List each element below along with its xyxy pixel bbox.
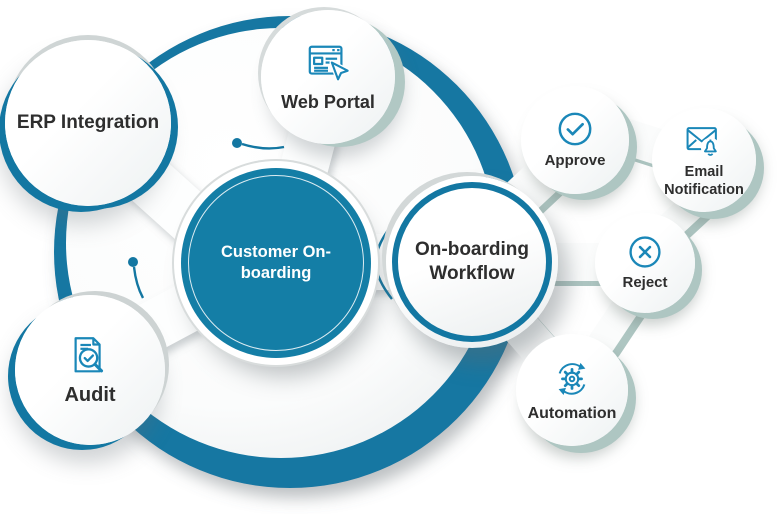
orbit-line-top [241,142,285,150]
node-web-portal: Web Portal [261,10,395,144]
reject-label: Reject [622,273,668,291]
node-automation: Automation [516,334,628,446]
node-onboarding-workflow: On-boarding Workflow [386,176,558,348]
neck-flares [373,224,393,300]
orbit-line-left [132,266,145,299]
gear-sync-icon [558,362,586,395]
node-email-notification: Email Notification [652,108,756,212]
orbit-dots [128,138,285,299]
erp-integration-label: ERP Integration [16,112,160,134]
email-notification-label: Email Notification [664,163,744,198]
orbit-dot-top [232,138,242,148]
web-portal-label: Web Portal [281,91,375,112]
browser-cursor-icon [308,45,351,82]
node-customer-onboarding: Customer On-boarding [181,168,371,358]
approve-label: Approve [544,151,606,169]
circle-x-icon [629,236,661,268]
node-reject: Reject [595,213,695,313]
node-erp-integration: ERP Integration [5,40,171,206]
envelope-bell-icon [686,127,720,157]
node-audit: Audit [15,295,165,445]
circle-check-icon [558,112,592,146]
orbit-dot-left [128,257,138,267]
connector-reject-automation [588,289,642,356]
document-magnifier-check-icon [74,336,104,372]
onboarding-workflow-label: On-boarding Workflow [415,239,529,284]
audit-label: Audit [64,383,116,406]
customer-onboarding-label: Customer On-boarding [220,243,331,282]
automation-label: Automation [527,405,617,422]
node-approve: Approve [521,86,629,194]
